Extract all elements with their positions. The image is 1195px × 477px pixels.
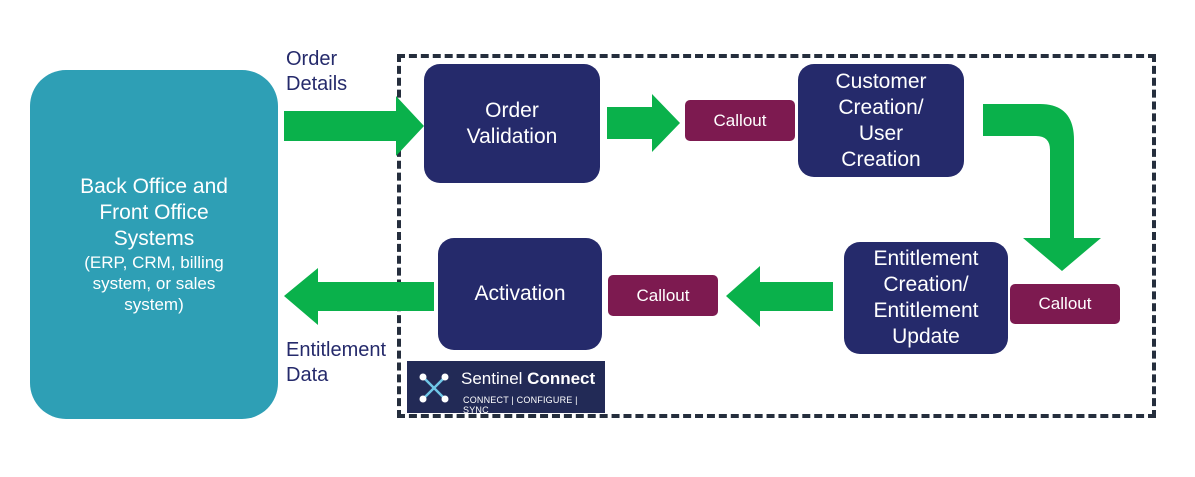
logo-tagline: CONNECT | CONFIGURE | SYNC bbox=[463, 395, 578, 415]
activation-box: Activation bbox=[438, 238, 602, 350]
arrow-entitlement-to-callout bbox=[726, 266, 833, 327]
back-office-title: Back Office and Front Office Systems bbox=[80, 175, 228, 250]
logo-name-regular: Sentinel bbox=[461, 369, 523, 388]
logo-name-bold: Connect bbox=[527, 369, 596, 388]
entitlement-creation-box: Entitlement Creation/ Entitlement Update bbox=[844, 242, 1008, 354]
arrow-customer-to-entitlement bbox=[983, 104, 1101, 271]
logo-wordmark: Sentinel Connect bbox=[461, 369, 595, 389]
order-validation-box: Order Validation bbox=[424, 64, 600, 183]
connect-boundary bbox=[397, 54, 1156, 418]
back-office-subtitle: (ERP, CRM, billing system, or sales syst… bbox=[84, 253, 224, 314]
network-nodes-icon bbox=[419, 373, 449, 403]
callout-bottom: Callout bbox=[608, 275, 718, 316]
arrow-validation-to-callout bbox=[607, 94, 680, 152]
back-office-systems-box: Back Office and Front Office Systems (ER… bbox=[30, 70, 278, 419]
entitlement-data-label: Entitlement Data bbox=[286, 339, 387, 386]
sentinel-connect-logo: Sentinel Connect CONNECT | CONFIGURE | S… bbox=[407, 361, 605, 415]
callout-top: Callout bbox=[685, 100, 795, 141]
customer-creation-box: Customer Creation/ User Creation bbox=[798, 64, 964, 177]
arrow-order-details bbox=[284, 96, 424, 156]
callout-right: Callout bbox=[1010, 284, 1120, 324]
order-details-label: Order Details bbox=[286, 48, 348, 95]
arrow-entitlement-data bbox=[284, 268, 434, 325]
